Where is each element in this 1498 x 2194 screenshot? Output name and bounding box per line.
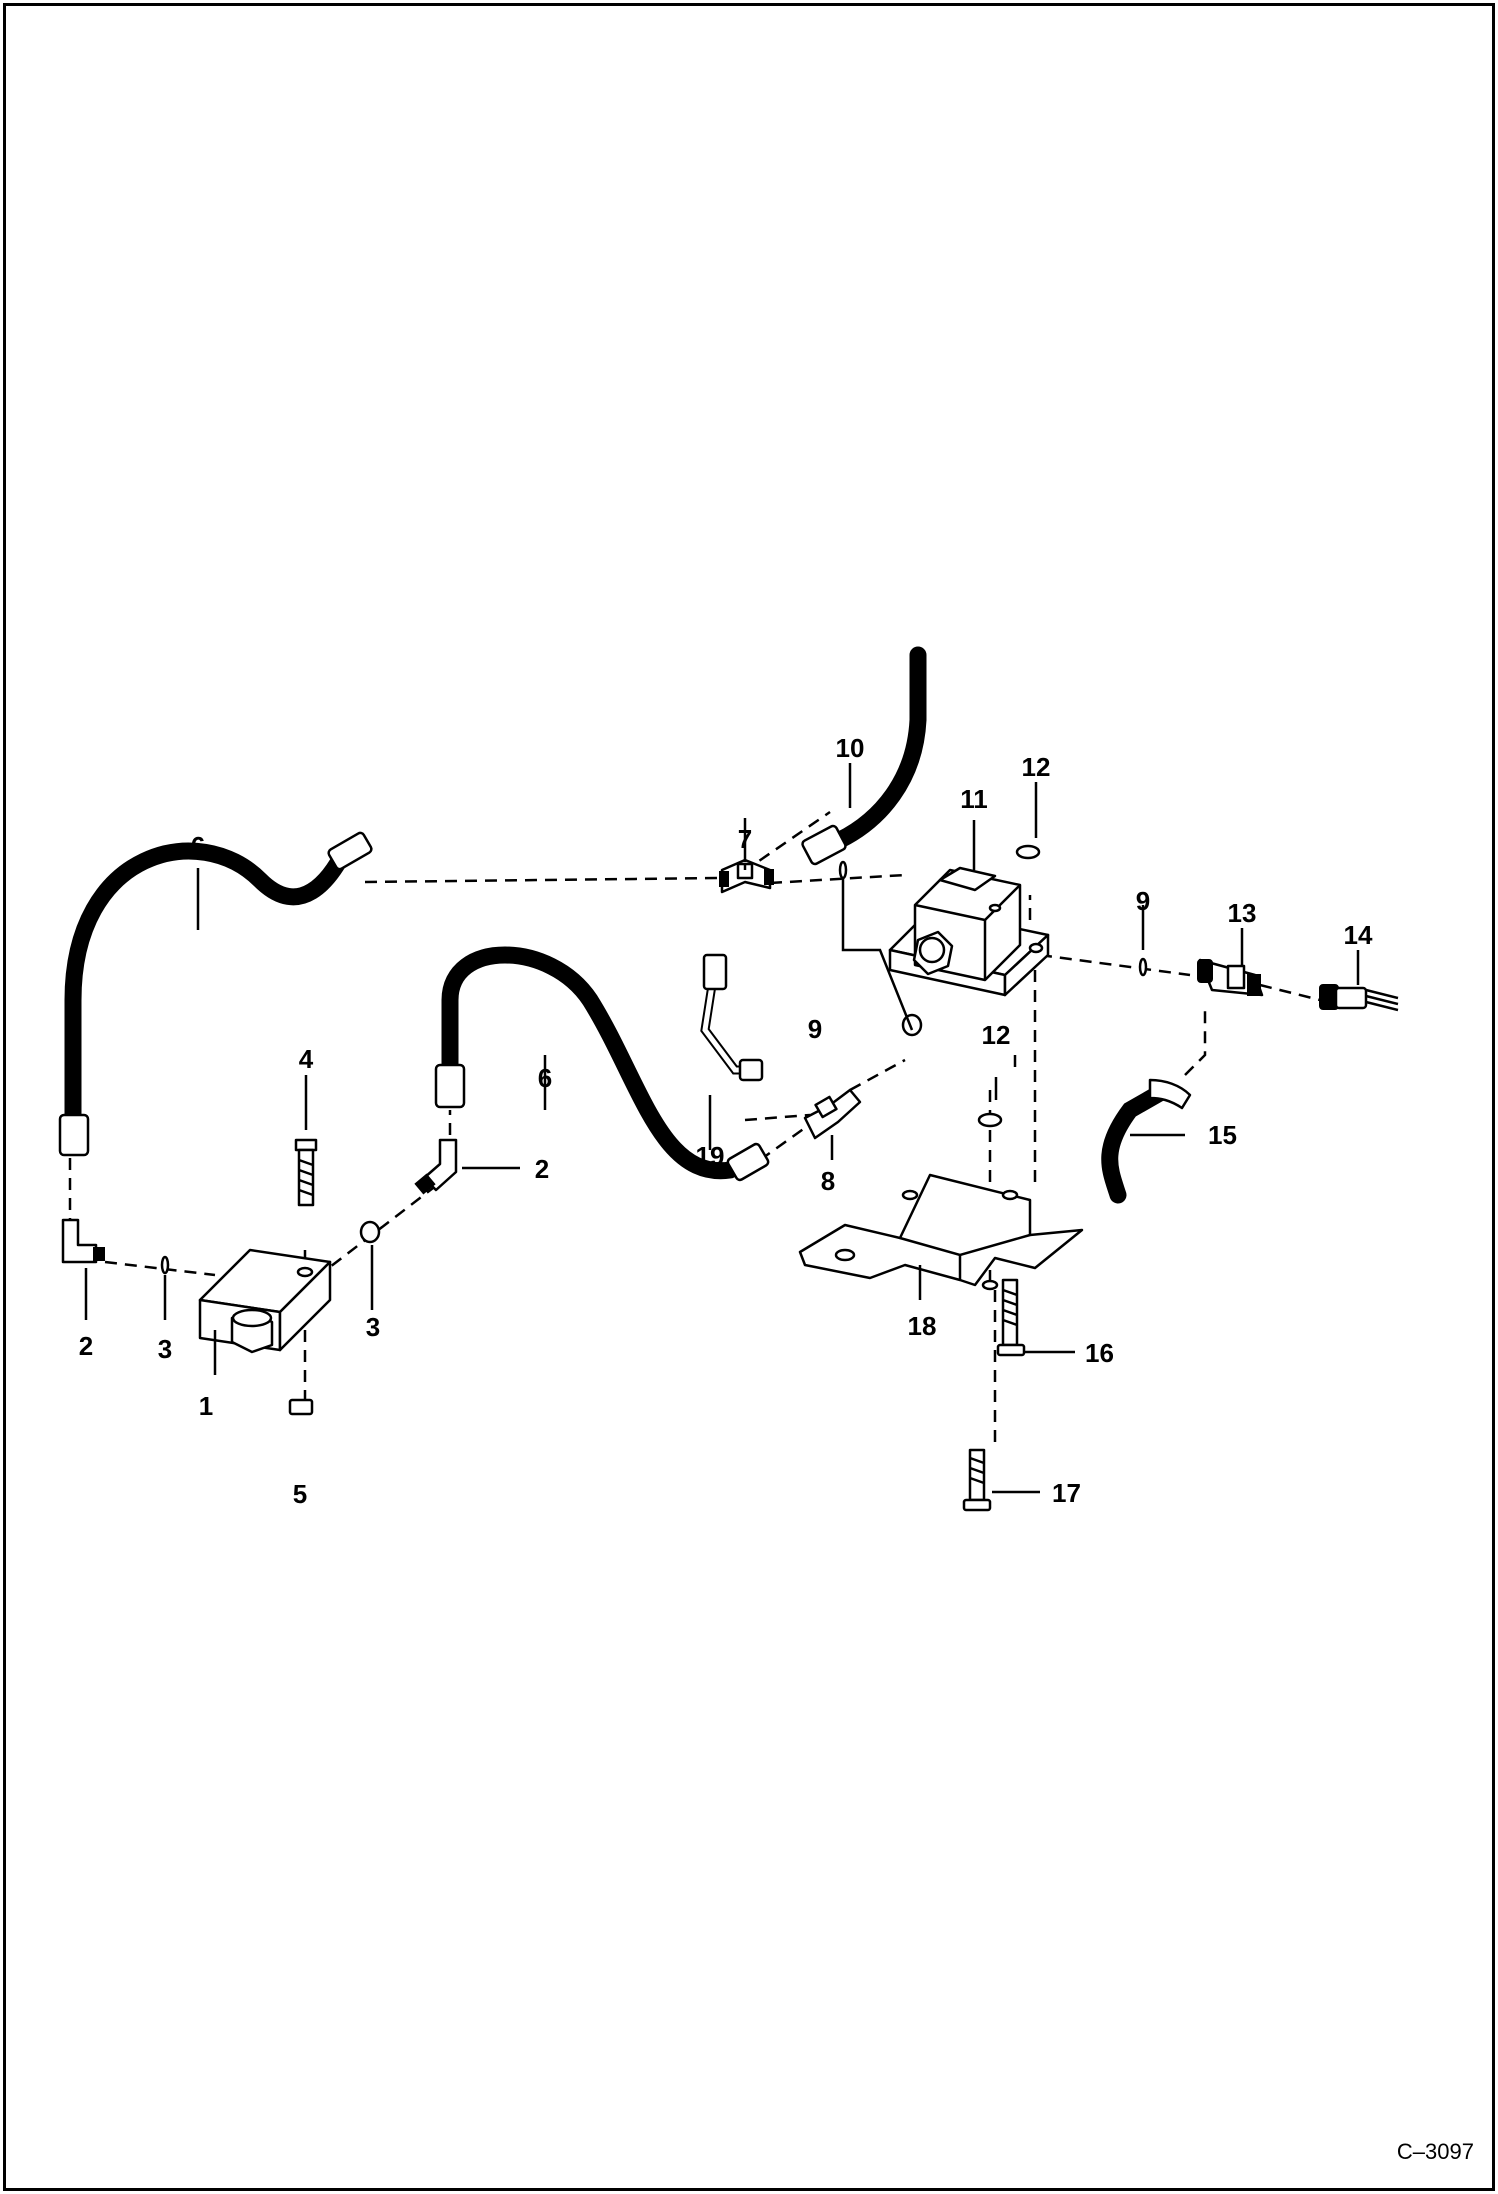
callout-7: 7: [738, 824, 752, 854]
callout-13: 13: [1228, 898, 1257, 928]
figure-code: C–3097: [1397, 2139, 1474, 2164]
callout-19: 19: [696, 1141, 725, 1171]
hose-15: [1101, 1078, 1192, 1204]
callout-16: 16: [1085, 1338, 1114, 1368]
leader-lines: [84, 763, 1360, 1494]
part-5-nut: [288, 1398, 314, 1416]
callout-5: 5: [293, 1479, 307, 1509]
callout-18: 18: [908, 1311, 937, 1341]
assembly-lines: [68, 810, 1321, 1450]
callout-1: 1: [199, 1391, 213, 1421]
hose-6-middle: [434, 946, 770, 1182]
part-4-bolt: [294, 1138, 318, 1207]
part-8-tee-fitting: [803, 1088, 862, 1140]
callout-3: 3: [366, 1312, 380, 1342]
part-12-washers: [977, 844, 1041, 1128]
callout-10: 10: [836, 733, 865, 763]
callout-9: 9: [808, 1014, 822, 1044]
callout-8: 8: [821, 1166, 835, 1196]
part-7-tee-fitting: [719, 858, 774, 894]
part-14-fitting: [1319, 984, 1399, 1012]
callout-11: 11: [960, 784, 988, 814]
callout-14: 14: [1344, 920, 1373, 950]
part-18-mounting-bracket: [798, 1173, 1084, 1291]
callout-12: 12: [982, 1020, 1011, 1050]
part-2-elbow-fittings: [61, 1138, 458, 1264]
callout-2: 2: [79, 1331, 93, 1361]
callout-labels: 1 2 2 3 3 4 5 6 6 7 8 9 9 10 11 12 12 13…: [79, 733, 1373, 1509]
part-16-bolt: [996, 1278, 1026, 1357]
hose-6-left: [58, 831, 373, 1157]
part-3-seals: [160, 1220, 381, 1275]
callout-15: 15: [1208, 1120, 1237, 1150]
callout-2: 2: [535, 1154, 549, 1184]
diagram-frame: [3, 3, 1495, 2191]
hose-10: [801, 646, 927, 866]
callout-3: 3: [158, 1334, 172, 1364]
part-17-bolt: [962, 1448, 992, 1512]
callout-9: 9: [1136, 886, 1150, 916]
callout-17: 17: [1052, 1478, 1081, 1508]
part-9-seals: [838, 860, 1148, 1037]
callout-4: 4: [299, 1044, 314, 1074]
part-11-control-valve: [888, 866, 1050, 997]
part-13-fitting: [1197, 958, 1264, 997]
callout-6: 6: [538, 1063, 552, 1093]
callout-12: 12: [1022, 752, 1051, 782]
part-1-valve-block: [198, 1248, 332, 1354]
part-19-tube: [700, 953, 764, 1082]
callout-6: 6: [191, 831, 205, 861]
